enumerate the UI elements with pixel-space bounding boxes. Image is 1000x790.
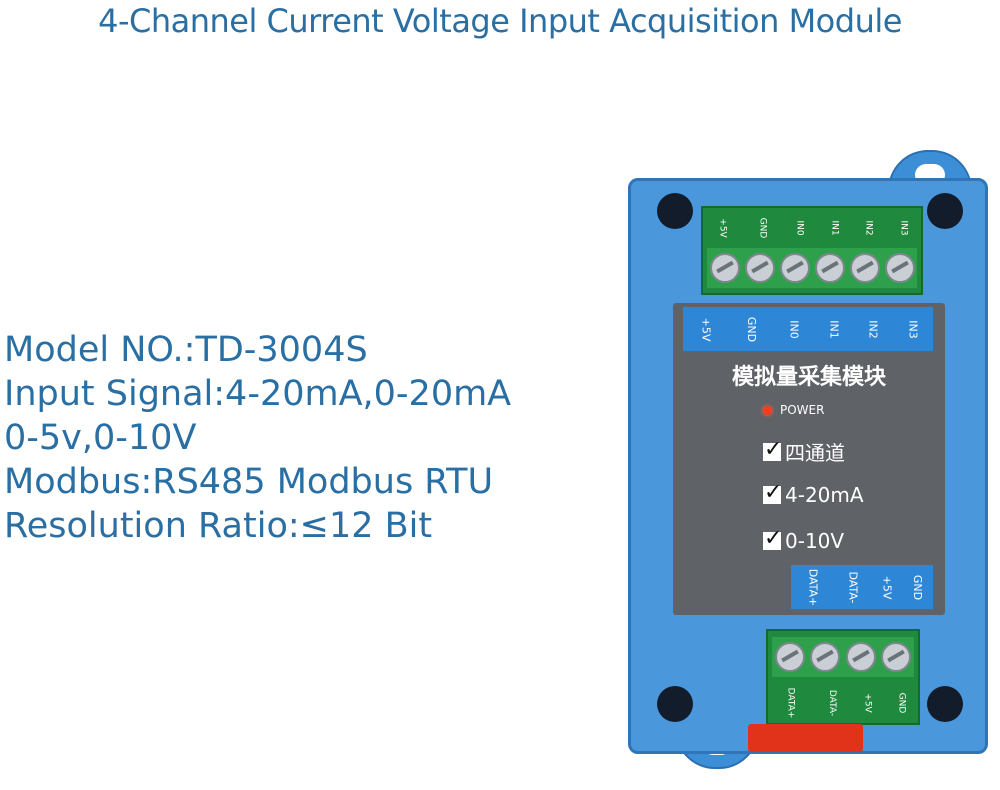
comm-terminal-block: DATA+ DATA- +5V GND bbox=[766, 629, 920, 725]
terminal-screw bbox=[814, 253, 845, 283]
terminal-screw bbox=[744, 253, 775, 283]
band-label: IN3 bbox=[906, 319, 920, 339]
feature-label: 4-20mA bbox=[785, 483, 864, 507]
terminal-screw bbox=[779, 253, 810, 283]
terminal-screw bbox=[881, 642, 912, 672]
terminal-screw bbox=[849, 253, 880, 283]
terminal-label: +5V bbox=[717, 218, 728, 238]
spec-input-signal-voltage: 0-5v,0-10V bbox=[4, 418, 197, 458]
terminal-label: IN3 bbox=[898, 220, 909, 236]
power-label: POWER bbox=[780, 403, 825, 417]
mounting-hole bbox=[927, 193, 963, 229]
terminal-screw bbox=[884, 253, 915, 283]
feature-label: 0-10V bbox=[785, 529, 845, 553]
mounting-hole bbox=[657, 193, 693, 229]
feature-voltage-range: ✓ 0-10V bbox=[763, 526, 845, 553]
comm-label-band: DATA+ DATA- +5V GND bbox=[791, 565, 933, 609]
power-indicator: POWER bbox=[763, 403, 824, 417]
terminal-label: IN1 bbox=[829, 220, 840, 236]
module-case: +5V GND IN0 IN1 IN2 IN3 +5V GND bbox=[628, 178, 988, 754]
band-label: DATA- bbox=[846, 570, 860, 604]
band-label: IN1 bbox=[827, 319, 841, 339]
band-label: GND bbox=[744, 316, 758, 342]
terminal-label: IN0 bbox=[794, 220, 805, 236]
checkbox-icon: ✓ bbox=[763, 436, 783, 462]
terminal-screw bbox=[845, 642, 876, 672]
band-label: IN0 bbox=[787, 319, 801, 339]
mounting-hole bbox=[657, 686, 693, 722]
panel-heading: 模拟量采集模块 bbox=[731, 365, 886, 390]
feature-current-range: ✓ 4-20mA bbox=[763, 480, 864, 507]
mounting-hole bbox=[927, 686, 963, 722]
terminal-screw bbox=[774, 642, 805, 672]
feature-four-channel: ✓ 四通道 bbox=[763, 437, 845, 466]
band-label: +5V bbox=[698, 317, 712, 341]
screw-row bbox=[772, 637, 914, 677]
spec-model: Model NO.:TD-3004S bbox=[4, 330, 368, 370]
terminal-label-row: DATA+ DATA- +5V GND bbox=[768, 683, 918, 723]
acquisition-module-photo: +5V GND IN0 IN1 IN2 IN3 +5V GND bbox=[620, 150, 1000, 790]
input-terminal-block: +5V GND IN0 IN1 IN2 IN3 bbox=[701, 206, 923, 295]
terminal-screw bbox=[810, 642, 841, 672]
terminal-label: DATA- bbox=[826, 689, 837, 717]
band-label: IN2 bbox=[866, 319, 880, 339]
terminal-screw bbox=[709, 253, 740, 283]
input-label-band: +5V GND IN0 IN1 IN2 IN3 bbox=[683, 307, 933, 351]
terminal-label: GND bbox=[757, 217, 768, 239]
page-title: 4-Channel Current Voltage Input Acquisit… bbox=[98, 2, 902, 40]
spec-resolution: Resolution Ratio:≤12 Bit bbox=[4, 506, 433, 546]
band-label: DATA+ bbox=[806, 568, 820, 606]
terminal-label: +5V bbox=[862, 693, 873, 713]
terminal-label-row: +5V GND IN0 IN1 IN2 IN3 bbox=[703, 208, 921, 248]
spec-modbus: Modbus:RS485 Modbus RTU bbox=[4, 462, 494, 502]
din-rail-clip bbox=[748, 724, 863, 752]
spec-list: Model NO.:TD-3004S Input Signal:4-20mA,0… bbox=[4, 328, 511, 548]
terminal-label: DATA+ bbox=[784, 687, 795, 719]
screw-row bbox=[707, 248, 917, 288]
terminal-label: IN2 bbox=[863, 220, 874, 236]
terminal-label: GND bbox=[896, 692, 907, 714]
band-label: GND bbox=[910, 574, 924, 600]
front-panel: +5V GND IN0 IN1 IN2 IN3 模拟量采集模块 POWER ✓ … bbox=[673, 303, 945, 615]
band-label: +5V bbox=[880, 575, 894, 599]
spec-input-signal: Input Signal:4-20mA,0-20mA bbox=[4, 374, 512, 414]
feature-label: 四通道 bbox=[785, 441, 845, 465]
checkbox-icon: ✓ bbox=[763, 480, 783, 505]
power-led-icon bbox=[763, 405, 772, 415]
checkbox-icon: ✓ bbox=[763, 526, 783, 551]
